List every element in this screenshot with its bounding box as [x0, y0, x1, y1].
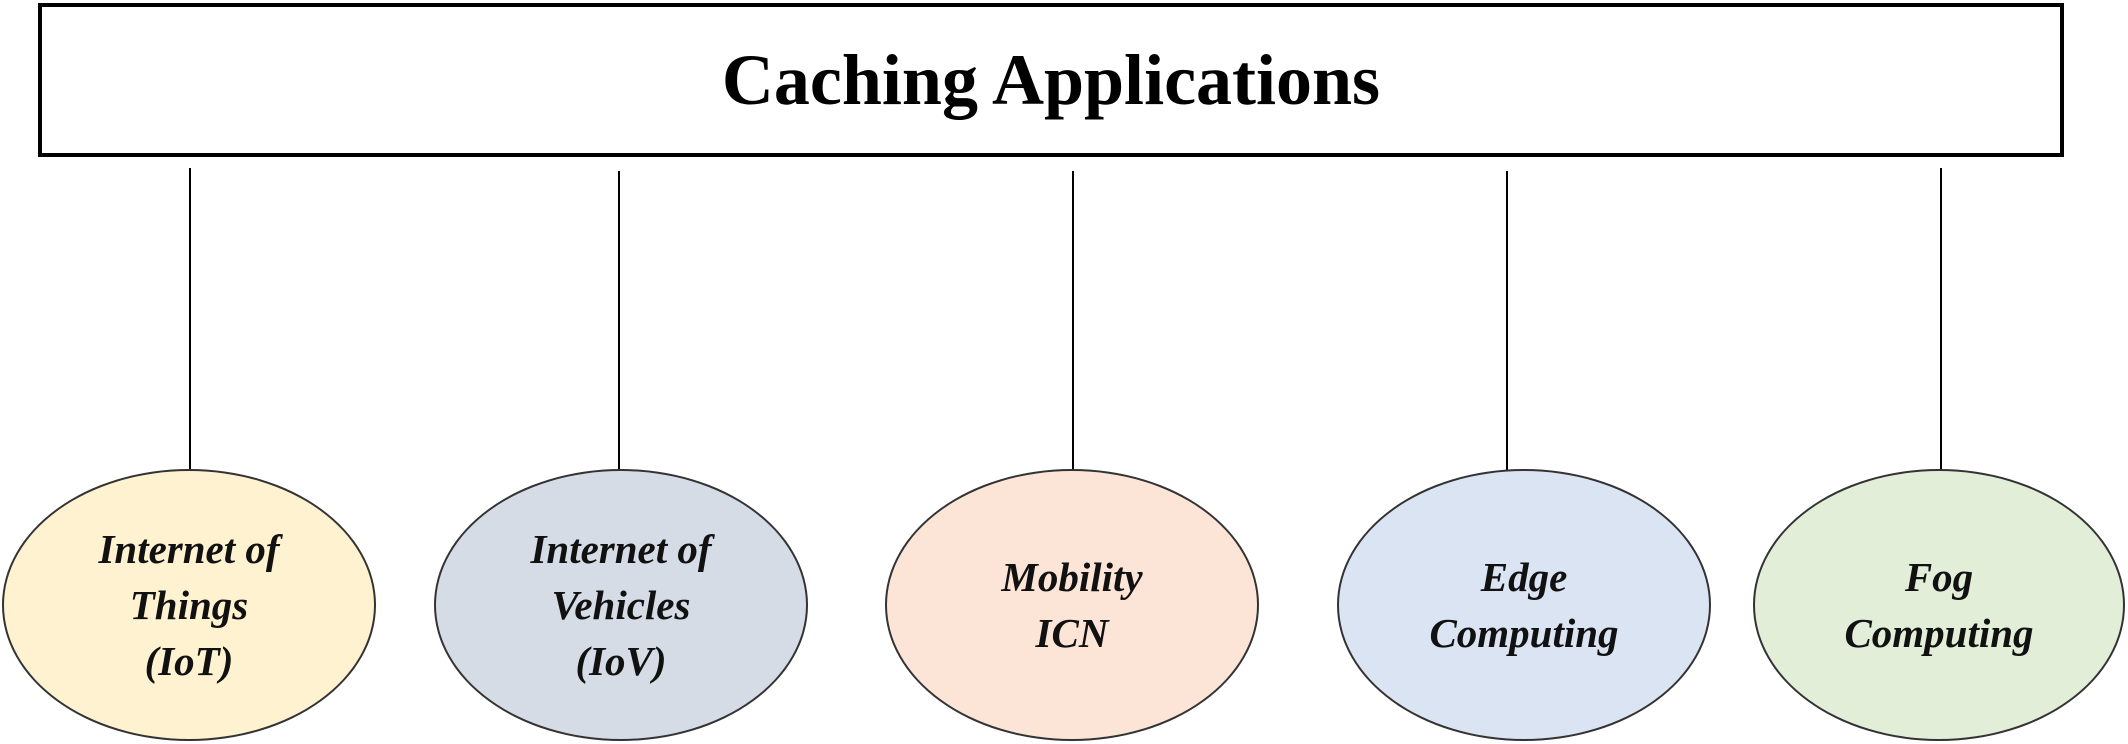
- node-label-edge-computing: Edge Computing: [1429, 554, 1619, 656]
- node-edge-computing: Edge Computing: [1337, 469, 1711, 741]
- node-label-mobility-icn: Mobility ICN: [1001, 554, 1143, 656]
- node-mobility-icn: Mobility ICN: [885, 469, 1259, 741]
- node-internet-of-things: Internet of Things (IoT): [2, 469, 376, 741]
- node-label-iot: Internet of Things (IoT): [98, 526, 280, 684]
- diagram-title: Caching Applications: [721, 39, 1381, 120]
- node-label-fog-computing: Fog Computing: [1844, 554, 2034, 656]
- caching-applications-box: Caching Applications: [38, 3, 2064, 157]
- node-fog-computing: Fog Computing: [1753, 469, 2125, 741]
- node-label-iov: Internet of Vehicles (IoV): [530, 526, 712, 684]
- node-internet-of-vehicles: Internet of Vehicles (IoV): [434, 469, 808, 741]
